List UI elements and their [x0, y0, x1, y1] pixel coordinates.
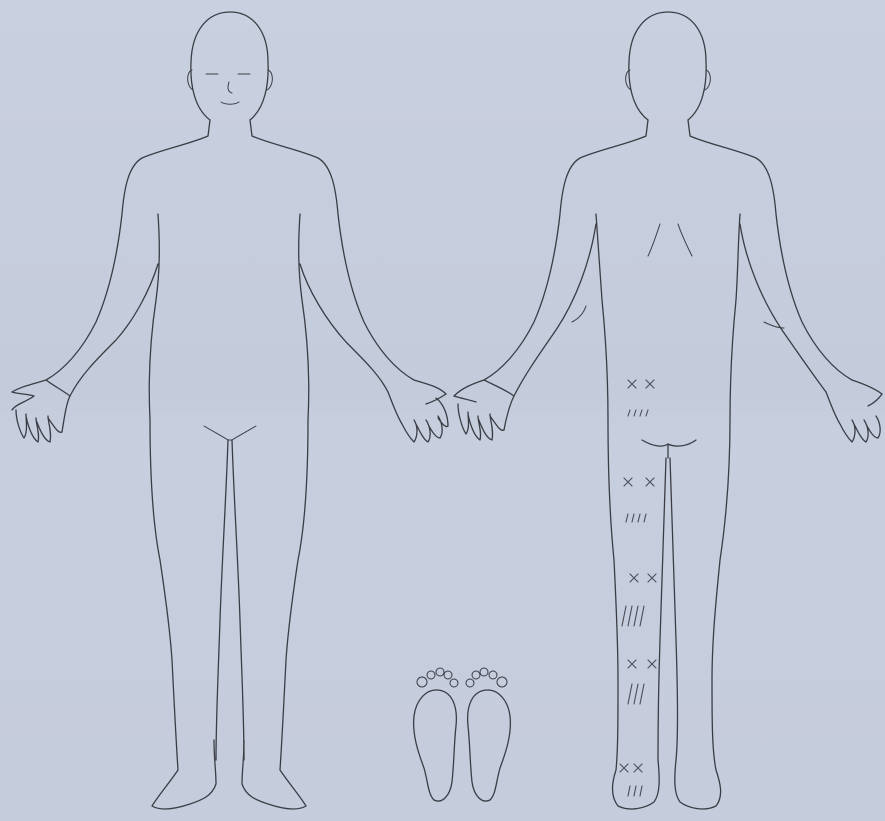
sole-right-toes: [466, 668, 507, 687]
soles-figure: [414, 668, 511, 801]
back-scapula-right: [678, 224, 692, 256]
back-inner-leg-left: [658, 458, 666, 760]
hatch-mark: [626, 514, 646, 522]
front-inner-leg-left: [216, 440, 228, 760]
back-inner-leg-right: [670, 458, 678, 760]
front-inner-arm-left: [70, 264, 158, 396]
back-view-figure: [454, 12, 882, 809]
cross-mark: [628, 660, 656, 668]
front-outline-right: [250, 120, 446, 394]
cross-mark: [628, 380, 654, 388]
markings-group: [620, 380, 656, 796]
sole-left: [414, 690, 457, 801]
hatch-mark: [622, 606, 644, 626]
front-groin: [204, 426, 256, 440]
sole-right: [468, 690, 511, 801]
back-scapula-left: [648, 224, 660, 256]
front-inner-leg-right: [232, 440, 244, 760]
hatch-mark: [628, 786, 642, 796]
back-outline-right: [688, 120, 882, 394]
back-torso-right: [675, 214, 740, 809]
back-elbow-right: [764, 322, 784, 328]
front-outline-left: [12, 120, 210, 392]
front-nose: [228, 82, 232, 93]
back-hand-right: [826, 392, 882, 442]
cross-mark: [630, 574, 656, 582]
back-inner-arm-right: [740, 224, 826, 392]
back-torso-left: [596, 214, 659, 809]
front-inner-arm-right: [300, 264, 388, 392]
front-torso-left: [149, 214, 216, 809]
sole-left-toes: [417, 668, 458, 687]
front-hand-left: [12, 380, 70, 442]
cross-mark: [620, 764, 642, 772]
back-head: [629, 12, 706, 120]
front-torso-right: [242, 214, 309, 809]
front-mouth: [221, 102, 239, 104]
front-hand-right: [388, 392, 448, 442]
back-elbow-left: [572, 306, 586, 322]
hatch-mark: [628, 684, 644, 704]
hatch-mark: [628, 410, 648, 416]
back-outline-left: [454, 120, 648, 396]
front-view-figure: [12, 12, 448, 809]
back-buttocks: [642, 440, 696, 458]
cross-mark: [624, 478, 654, 486]
